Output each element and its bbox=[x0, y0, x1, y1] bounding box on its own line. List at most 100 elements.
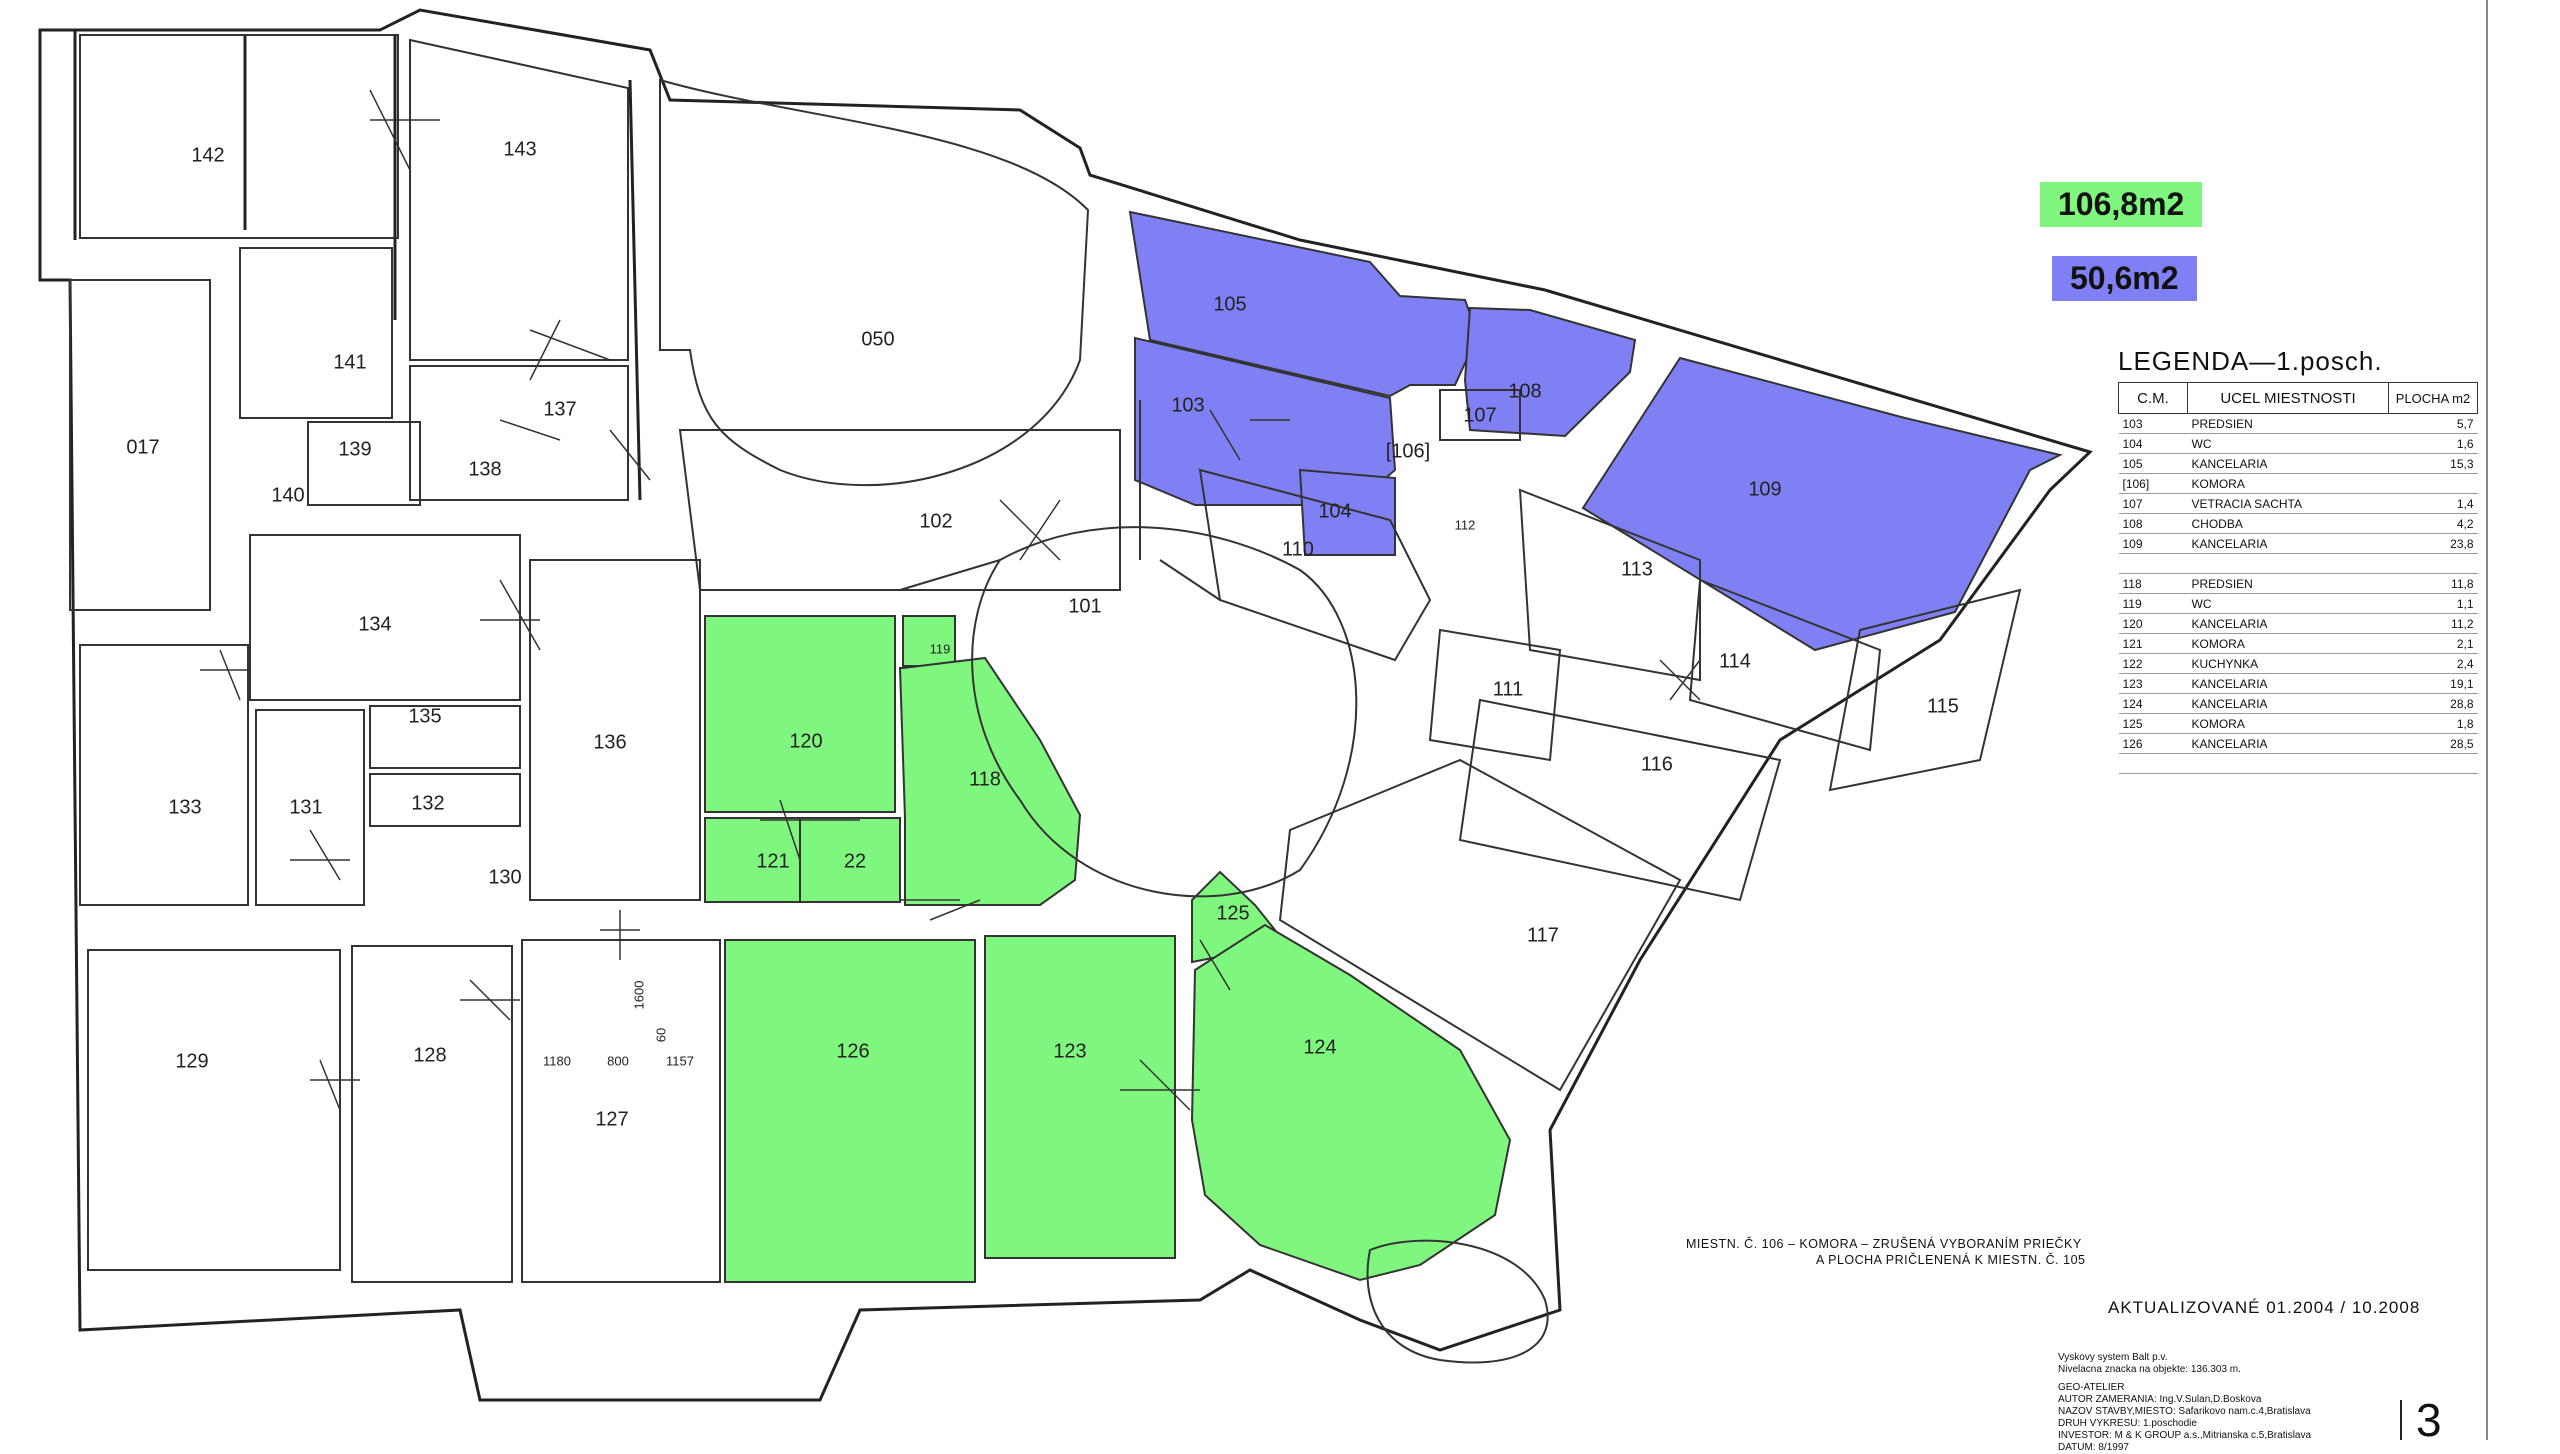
room-132-outline bbox=[369, 773, 521, 827]
room-104-fill[interactable] bbox=[1298, 468, 1396, 556]
legend-cell-area: 1,6 bbox=[2388, 433, 2478, 454]
room-136-outline bbox=[529, 559, 701, 901]
plan-note: MIESTN. Č. 106 – KOMORA – ZRUŠENÁ VYBORA… bbox=[1686, 1236, 2085, 1268]
room-124-fill[interactable] bbox=[1190, 923, 1512, 1282]
room-127-outline bbox=[521, 939, 721, 1283]
room-108-fill[interactable] bbox=[1463, 306, 1637, 438]
room-label-109: 109 bbox=[1748, 478, 1781, 500]
room-label-105: 105 bbox=[1213, 293, 1246, 315]
room-107-outline bbox=[1439, 389, 1521, 441]
green-area-badge: 106,8m2 bbox=[2040, 182, 2203, 227]
legend-cell-cm: [106] bbox=[2118, 473, 2188, 494]
room-109-fill[interactable] bbox=[1581, 356, 2063, 652]
room-102-outline bbox=[678, 429, 1121, 591]
legend-cell-area: 2,1 bbox=[2388, 633, 2478, 654]
dimension-1157: 1157 bbox=[666, 1053, 694, 1068]
dimension-60: 60 bbox=[653, 1028, 668, 1042]
legend-cell-cm: 119 bbox=[2118, 593, 2188, 614]
room-label-112: 112 bbox=[1455, 517, 1476, 532]
room-label-124: 124 bbox=[1303, 1036, 1336, 1058]
legend-cell-use: KANCELARIA bbox=[2187, 613, 2389, 634]
legend-cell-cm: 104 bbox=[2118, 433, 2188, 454]
room-label-137: 137 bbox=[543, 398, 576, 420]
legend-cell-use: KANCELARIA bbox=[2187, 533, 2389, 554]
room-113-outline bbox=[1518, 488, 1701, 682]
room-label-107: 107 bbox=[1463, 404, 1496, 426]
room-label-126: 126 bbox=[836, 1040, 869, 1062]
legend-header-cm: C.M. bbox=[2118, 382, 2188, 414]
legend-cell-use: KANCELARIA bbox=[2187, 733, 2389, 754]
room-118-fill[interactable] bbox=[898, 656, 1082, 906]
room-116-outline bbox=[1458, 698, 1782, 902]
room-110-outline bbox=[1198, 468, 1432, 662]
legend-cell-use: KUCHYNKA bbox=[2187, 653, 2389, 674]
room-017-outline bbox=[69, 279, 211, 611]
room-label-116: 116 bbox=[1641, 753, 1673, 775]
room-label-125: 125 bbox=[1216, 902, 1249, 924]
room-label-122: 22 bbox=[844, 850, 866, 872]
legend-header-area: PLOCHA m2 bbox=[2388, 382, 2478, 414]
room-label-101: 101 bbox=[1068, 595, 1101, 617]
dimension-800: 800 bbox=[607, 1053, 629, 1068]
room-126-fill[interactable] bbox=[724, 939, 976, 1283]
room-label-142: 142 bbox=[191, 144, 224, 166]
room-label-104: 104 bbox=[1318, 500, 1351, 522]
room-142-outline bbox=[79, 34, 399, 239]
plan-note-line-1: MIESTN. Č. 106 – KOMORA – ZRUŠENÁ VYBORA… bbox=[1686, 1237, 2082, 1251]
room-123-fill[interactable] bbox=[984, 935, 1176, 1259]
titleblock-line-8: DATUM: 8/1997 bbox=[2058, 1442, 2129, 1453]
room-label-131: 131 bbox=[289, 796, 322, 818]
room-label-017: 017 bbox=[126, 436, 159, 458]
room-114-outline bbox=[1688, 578, 1882, 752]
room-121-fill[interactable] bbox=[704, 817, 801, 903]
legend-cell-use: KANCELARIA bbox=[2187, 693, 2389, 714]
room-050-outline bbox=[659, 78, 1090, 487]
blue-area-badge: 50,6m2 bbox=[2052, 256, 2197, 301]
legend-cell-area: 4,2 bbox=[2388, 513, 2478, 534]
room-label-106: [106] bbox=[1386, 440, 1430, 462]
room-label-121: 121 bbox=[756, 850, 789, 872]
titleblock-line-5: NAZOV STAVBY,MIESTO: Safarikovo nam.c.4,… bbox=[2058, 1406, 2311, 1417]
legend-cell-use: VETRACIA SACHTA bbox=[2187, 493, 2389, 514]
legend-cell-area: 15,3 bbox=[2388, 453, 2478, 474]
room-label-136: 136 bbox=[593, 731, 626, 753]
legend-title: LEGENDA—1.posch. bbox=[2118, 346, 2383, 376]
room-119-fill[interactable] bbox=[902, 615, 956, 667]
room-label-132: 132 bbox=[411, 792, 444, 814]
legend-cell-area: 11,8 bbox=[2388, 573, 2478, 594]
dimension-1180: 1180 bbox=[543, 1053, 571, 1068]
titleblock-line-6: DRUH VYKRESU: 1.poschodie bbox=[2058, 1418, 2197, 1429]
room-122-fill[interactable] bbox=[799, 817, 901, 903]
drawing-frame-line bbox=[2486, 0, 2488, 1440]
legend-row: [106]KOMORA bbox=[2118, 473, 2478, 494]
legend-cell-use: KANCELARIA bbox=[2187, 453, 2389, 474]
room-117-outline bbox=[1278, 758, 1682, 1092]
legend-cell-cm: 125 bbox=[2118, 713, 2188, 734]
legend-cell-cm: 103 bbox=[2118, 413, 2188, 434]
room-label-050: 050 bbox=[861, 328, 894, 350]
room-label-135: 135 bbox=[408, 705, 441, 727]
sheet-number: 3 bbox=[2400, 1397, 2442, 1443]
legend-cell-area: 28,5 bbox=[2388, 733, 2478, 754]
legend-cell-cm: 122 bbox=[2118, 653, 2188, 674]
legend-header-use: UCEL MIESTNOSTI bbox=[2187, 382, 2389, 414]
room-120-fill[interactable] bbox=[704, 615, 896, 813]
room-label-141: 141 bbox=[333, 351, 366, 373]
room-115-outline bbox=[1828, 588, 2022, 792]
legend-cell-area: 23,8 bbox=[2388, 533, 2478, 554]
room-129-outline bbox=[87, 949, 341, 1271]
